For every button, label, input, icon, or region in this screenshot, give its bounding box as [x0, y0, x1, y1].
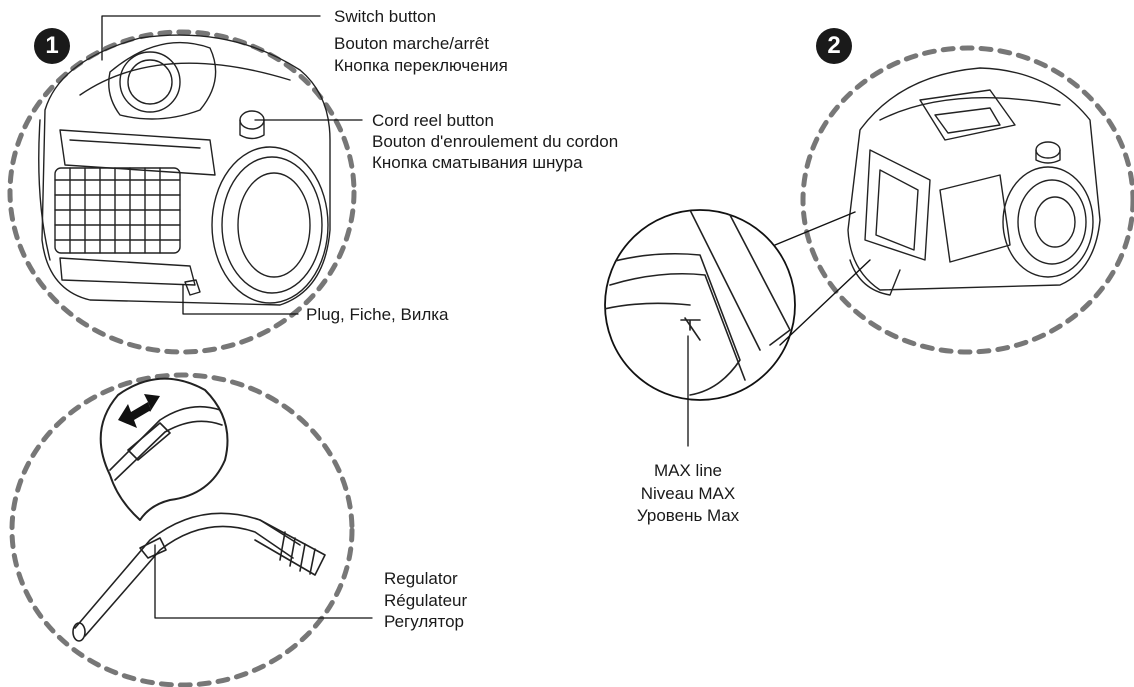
regulator-zoom-bubble [99, 377, 229, 521]
max-line-label-fr: Niveau MAX [640, 484, 736, 503]
switch-button-label-fr: Bouton marche/arrêt [334, 34, 489, 53]
vacuum-front-illustration [38, 34, 331, 306]
regulator-label-ru: Регулятор [384, 612, 465, 631]
panel1-number-badge: 1 [34, 28, 70, 64]
cord-reel-button-label-ru: Кнопка сматывания шнура [372, 153, 583, 172]
panel1-dashed-circle [7, 29, 357, 355]
switch-button-label-ru: Кнопка переключения [334, 56, 508, 75]
switch-button-leader [101, 15, 321, 61]
double-arrow-icon [118, 394, 160, 428]
cord-reel-button-label-fr: Bouton d'enroulement du cordon [372, 132, 619, 151]
max-line-zoom-circle [604, 209, 796, 401]
regulator-label-en: Regulator [384, 569, 458, 588]
max-line-label-en: MAX line [653, 461, 723, 480]
plug-label: Plug, Fiche, Вилка [306, 305, 449, 324]
panel2-number-badge: 2 [816, 28, 852, 64]
regulator-label-fr: Régulateur [384, 591, 468, 610]
max-line-zoom-detail [605, 210, 791, 396]
vacuum-angled-illustration [847, 67, 1101, 296]
regulator-leader [154, 544, 373, 619]
switch-button-label-en: Switch button [334, 7, 437, 26]
zoom-connector-lines [774, 211, 871, 346]
panel3-dashed-circle [9, 372, 355, 687]
hose-illustration [72, 512, 326, 642]
max-line-label-ru: Уровень Max [636, 506, 740, 525]
plug-leader [182, 284, 299, 315]
panel2-dashed-circle [800, 45, 1134, 355]
cord-reel-button-label-en: Cord reel button [372, 111, 494, 130]
